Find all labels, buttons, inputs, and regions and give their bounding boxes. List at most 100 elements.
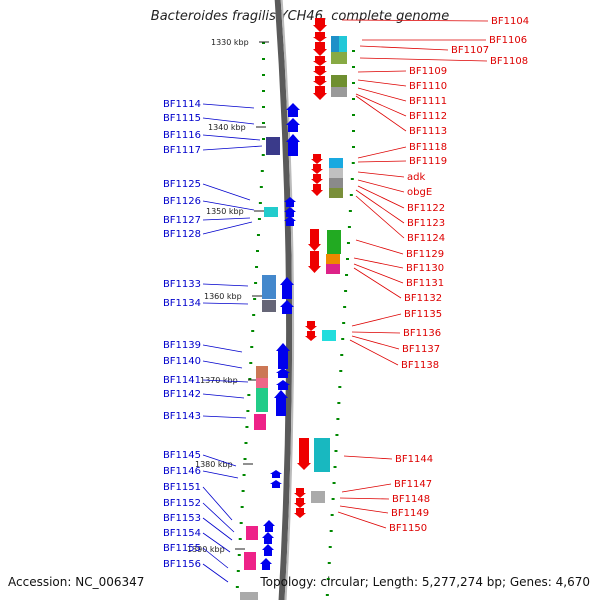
reverse-gene-arrow xyxy=(311,164,323,174)
forward-gene-arrow xyxy=(284,197,296,207)
feature-block xyxy=(329,178,343,188)
tick-left xyxy=(239,522,243,524)
tick-right xyxy=(352,114,355,116)
forward-gene-arrow xyxy=(260,558,272,570)
forward-gene-arrow xyxy=(274,390,288,416)
left-gene-label: BF1151 xyxy=(163,482,201,493)
left-leader-line xyxy=(202,344,243,353)
right-gene-label: BF1108 xyxy=(490,56,528,67)
tick-left xyxy=(235,586,239,588)
left-gene-label: BF1152 xyxy=(163,498,201,509)
tick-left xyxy=(257,218,261,220)
left-gene-label: BF1154 xyxy=(163,528,201,539)
right-gene-label: obgE xyxy=(407,187,432,198)
feature-block xyxy=(244,552,256,570)
forward-gene-arrow xyxy=(280,300,294,314)
right-gene-label: adk xyxy=(407,172,425,183)
feature-block xyxy=(331,75,347,87)
tick-left xyxy=(237,554,241,556)
tick-right xyxy=(346,258,349,260)
forward-gene-arrow xyxy=(263,520,275,532)
tick-left xyxy=(249,362,253,364)
tick-right xyxy=(348,210,352,212)
tick-left xyxy=(256,234,260,236)
left-gene-label: BF1115 xyxy=(163,113,201,124)
left-leader-line xyxy=(202,563,229,583)
tick-right xyxy=(347,226,351,228)
reverse-gene-arrow xyxy=(313,42,327,56)
left-gene-label: BF1116 xyxy=(163,130,201,141)
tick-left xyxy=(246,410,250,412)
feature-block xyxy=(327,230,341,254)
tick-left xyxy=(262,90,265,92)
left-gene-label: BF1153 xyxy=(163,513,201,524)
right-gene-label: BF1138 xyxy=(401,360,439,371)
tick-right xyxy=(349,194,353,196)
right-gene-label: BF1107 xyxy=(451,45,489,56)
right-leader-line xyxy=(341,19,489,22)
right-gene-label: BF1135 xyxy=(404,309,442,320)
feature-block xyxy=(256,378,268,388)
reverse-gene-arrow xyxy=(313,56,327,66)
reverse-gene-arrow xyxy=(305,321,317,331)
right-leader-line xyxy=(355,95,407,132)
feature-block xyxy=(246,526,258,540)
right-leader-line xyxy=(349,339,399,366)
right-gene-label: BF1123 xyxy=(407,218,445,229)
right-leader-line xyxy=(357,160,407,163)
left-gene-label: BF1127 xyxy=(163,215,201,226)
tick-right xyxy=(326,578,330,580)
right-gene-label: BF1113 xyxy=(409,126,447,137)
tick-left xyxy=(244,442,248,444)
feature-block xyxy=(256,366,268,378)
feature-block xyxy=(331,87,347,97)
right-leader-line xyxy=(359,45,449,51)
tick-left xyxy=(252,314,256,316)
scale-label: 1330 kbp xyxy=(211,38,249,47)
right-leader-line xyxy=(355,195,405,239)
left-gene-label: BF1126 xyxy=(163,196,201,207)
tick-right xyxy=(330,514,334,516)
left-leader-line xyxy=(202,134,261,141)
reverse-gene-arrow xyxy=(311,184,323,196)
right-gene-label: BF1149 xyxy=(391,508,429,519)
left-gene-label: BF1142 xyxy=(163,389,201,400)
feature-block xyxy=(331,52,347,64)
right-leader-line xyxy=(337,511,387,529)
feature-block xyxy=(266,137,280,155)
right-leader-line xyxy=(357,79,407,87)
tick-left xyxy=(251,330,255,332)
right-gene-label: BF1111 xyxy=(409,96,447,107)
right-leader-line xyxy=(351,331,401,334)
reverse-gene-arrow xyxy=(294,488,306,498)
left-gene-label: BF1140 xyxy=(163,356,201,367)
axis-backbone xyxy=(274,0,293,600)
feature-block xyxy=(326,254,340,264)
right-leader-line xyxy=(357,70,407,73)
tick-left xyxy=(262,106,265,108)
scale-label: 1350 kbp xyxy=(206,207,244,216)
tick-left xyxy=(238,538,242,540)
right-leader-line xyxy=(355,93,407,117)
right-leader-line xyxy=(357,179,405,193)
right-gene-label: BF1122 xyxy=(407,203,445,214)
left-leader-line xyxy=(202,454,237,467)
reverse-gene-arrow xyxy=(313,76,327,86)
forward-gene-arrow xyxy=(280,277,294,299)
right-gene-label: BF1129 xyxy=(406,249,444,260)
right-gene-label: BF1150 xyxy=(389,523,427,534)
right-gene-label: BF1137 xyxy=(402,344,440,355)
topology-text: Topology: circular; Length: 5,277,274 bp… xyxy=(260,575,590,589)
feature-block xyxy=(326,264,340,274)
right-leader-line xyxy=(339,497,390,500)
right-gene-label: BF1109 xyxy=(409,66,447,77)
tick-right xyxy=(325,594,329,596)
feature-block xyxy=(262,300,276,312)
tick-right xyxy=(352,82,355,84)
tick-right xyxy=(337,402,341,404)
reverse-gene-arrow xyxy=(308,251,321,273)
tick-left xyxy=(261,154,265,156)
right-leader-line xyxy=(351,313,402,327)
left-leader-line xyxy=(202,470,239,479)
